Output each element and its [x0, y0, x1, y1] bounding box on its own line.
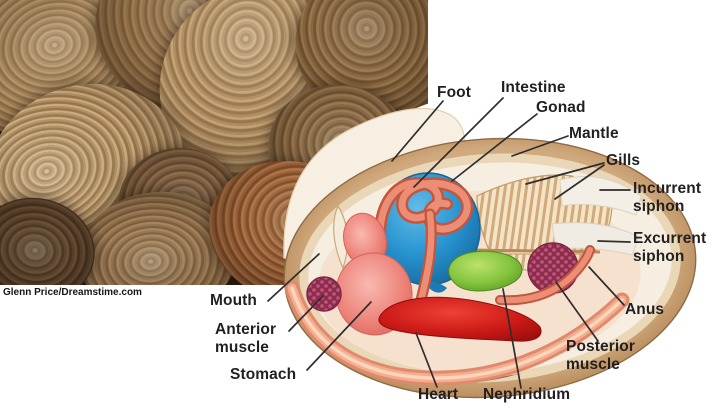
leader-nephridium [502, 288, 522, 389]
leader-foot [391, 100, 444, 162]
label-excurrent-siphon: Excurrent siphon [633, 230, 707, 265]
label-gonad: Gonad [536, 99, 586, 116]
nephridium-shape [448, 250, 523, 292]
leader-posterior-muscle [555, 281, 599, 342]
photo-credit: Glenn Price/Dreamstime.com [3, 287, 142, 298]
labial-palp-shape [333, 204, 349, 270]
leader-gills-1 [525, 162, 605, 185]
label-mantle: Mantle [569, 125, 619, 142]
heart-shape [378, 296, 542, 342]
label-nephridium: Nephridium [483, 386, 571, 403]
label-mouth: Mouth [210, 292, 257, 309]
label-incurrent-siphon: Incurrent siphon [633, 180, 702, 215]
anterior-muscle-shape [306, 276, 342, 312]
leader-mouth [267, 253, 320, 302]
leader-mantle [511, 135, 569, 157]
intestine-tail-shape [415, 208, 437, 306]
label-posterior-muscle: Posterior muscle [566, 338, 635, 373]
leader-anterior-muscle [288, 295, 324, 332]
leader-gonad [451, 113, 538, 182]
leader-intestine [413, 97, 504, 188]
leader-excurrent-siphon [597, 240, 631, 243]
label-anterior-muscle: Anterior muscle [215, 321, 277, 356]
leader-gills-2 [554, 164, 605, 200]
mantle-edge-band-shape [284, 280, 630, 386]
label-anus: Anus [625, 301, 665, 318]
label-foot: Foot [437, 84, 471, 101]
leader-anus [588, 266, 625, 306]
label-heart: Heart [418, 386, 459, 403]
label-stomach: Stomach [230, 366, 297, 383]
intestine-rear-shape [495, 245, 595, 306]
leader-heart [415, 332, 438, 388]
label-gills: Gills [606, 152, 641, 169]
label-intestine: Intestine [501, 79, 566, 96]
excurrent-siphon-shape [551, 222, 640, 256]
leader-stomach [306, 301, 372, 371]
